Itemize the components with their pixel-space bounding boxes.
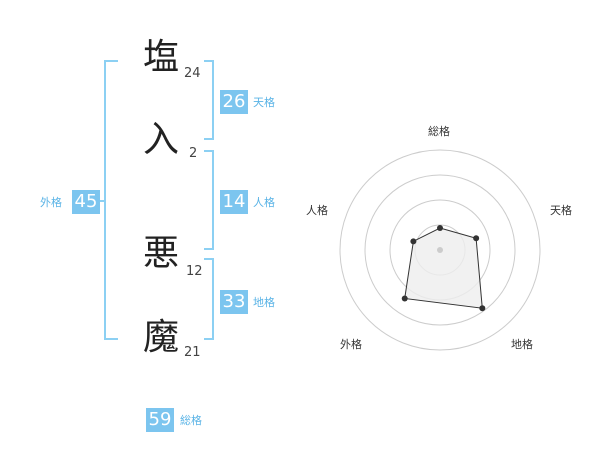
radar-point-5 — [410, 238, 417, 245]
chikaku-label: 地格 — [253, 296, 275, 309]
radar-ring — [414, 224, 466, 276]
jinkaku-bracket — [212, 150, 214, 250]
name-char-1: 塩 — [142, 37, 179, 78]
radar-point-3 — [479, 305, 486, 312]
radar-point-2 — [473, 235, 480, 242]
radar-ring — [339, 149, 541, 351]
stroke-count-1: 24 — [184, 66, 201, 81]
radar-axis-label-soukaku: 総格 — [428, 125, 450, 138]
radar-ring — [389, 199, 491, 301]
radar-center-dot — [437, 247, 443, 253]
name-char-4: 魔 — [142, 317, 179, 358]
stroke-count-3: 12 — [186, 264, 203, 279]
jinkaku-label: 人格 — [253, 196, 275, 209]
gaikaku-value: 45 — [72, 190, 100, 214]
chikaku-bracket — [212, 258, 214, 340]
radar-point-1 — [437, 225, 443, 231]
radar-axis-label-chikaku: 地格 — [511, 338, 533, 351]
radar-axis-label-tenkaku: 天格 — [550, 204, 572, 217]
radar-area — [404, 227, 483, 309]
radar-ring — [364, 174, 516, 326]
radar-point-4 — [401, 295, 408, 302]
radar-axis-label-gaikaku: 外格 — [340, 338, 362, 351]
tenkaku-value: 26 — [220, 90, 248, 114]
soukaku-label: 総格 — [180, 414, 202, 427]
name-char-2: 入 — [142, 119, 179, 160]
name-char-3: 悪 — [142, 233, 179, 274]
gaikaku-label: 外格 — [40, 196, 62, 209]
radar-axis-label-jinkaku: 人格 — [306, 204, 328, 217]
chikaku-value: 33 — [220, 290, 248, 314]
jinkaku-value: 14 — [220, 190, 248, 214]
stroke-count-4: 21 — [184, 345, 201, 360]
soukaku-value: 59 — [146, 408, 174, 432]
stroke-count-2: 2 — [189, 146, 198, 161]
tenkaku-label: 天格 — [253, 96, 275, 109]
tenkaku-bracket — [212, 60, 214, 140]
